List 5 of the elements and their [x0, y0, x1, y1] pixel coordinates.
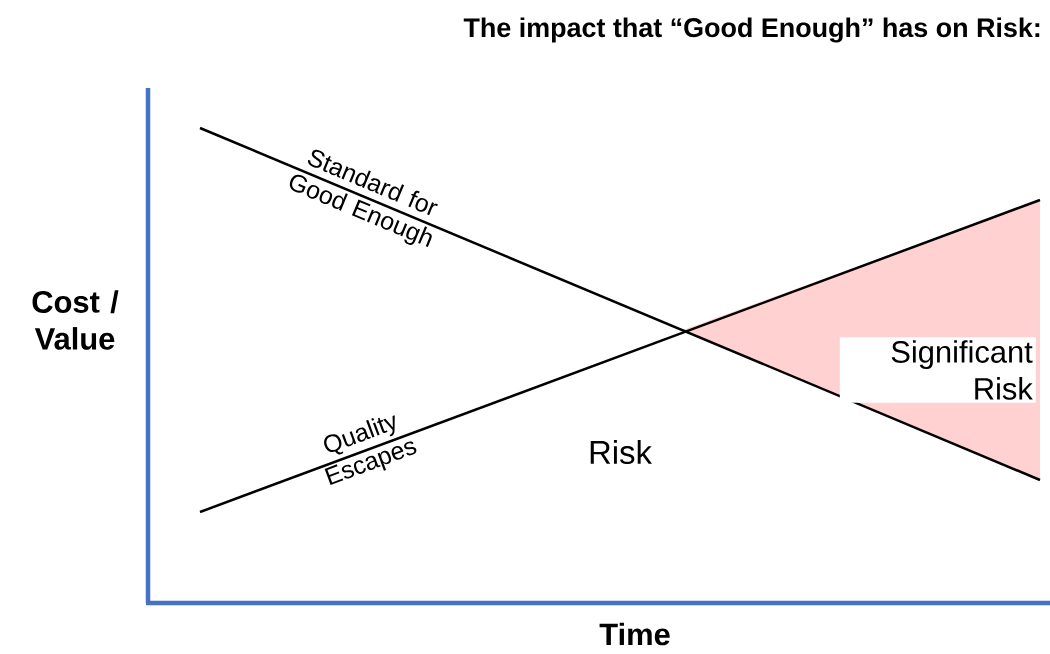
axis-label: Time [599, 622, 670, 646]
region-label: Risk [590, 439, 652, 465]
title: The impact that “Good Enough” has on Risk: [463, 17, 1040, 43]
region-label: Significant Risk [839, 337, 1036, 403]
axis-label: Cost / Value [32, 290, 119, 350]
